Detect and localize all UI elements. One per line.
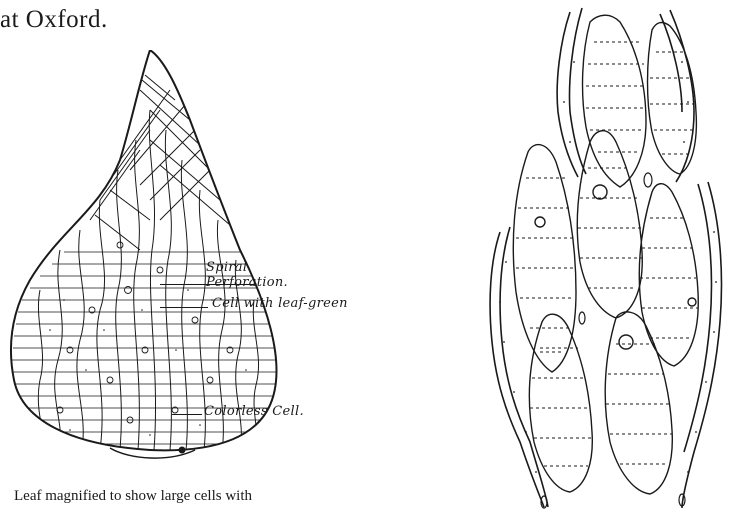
colorless-cell-pointer-line	[172, 414, 202, 415]
label-colorless-cell: Colorless Cell.	[204, 404, 304, 419]
cells-drawing	[470, 2, 730, 510]
label-spiral: Spiral	[206, 260, 247, 275]
green-cell-pointer-line	[160, 307, 208, 308]
figure-caption: Leaf magnified to show large cells with	[14, 488, 252, 505]
label-perforation: Perforation.	[206, 275, 288, 290]
cells-illustration	[470, 2, 730, 510]
leaf-illustration: Spiral Perforation. Cell with leaf-green…	[0, 50, 410, 480]
label-green-cell: Cell with leaf-green	[212, 296, 348, 311]
page-top-text: at Oxford.	[0, 6, 108, 34]
